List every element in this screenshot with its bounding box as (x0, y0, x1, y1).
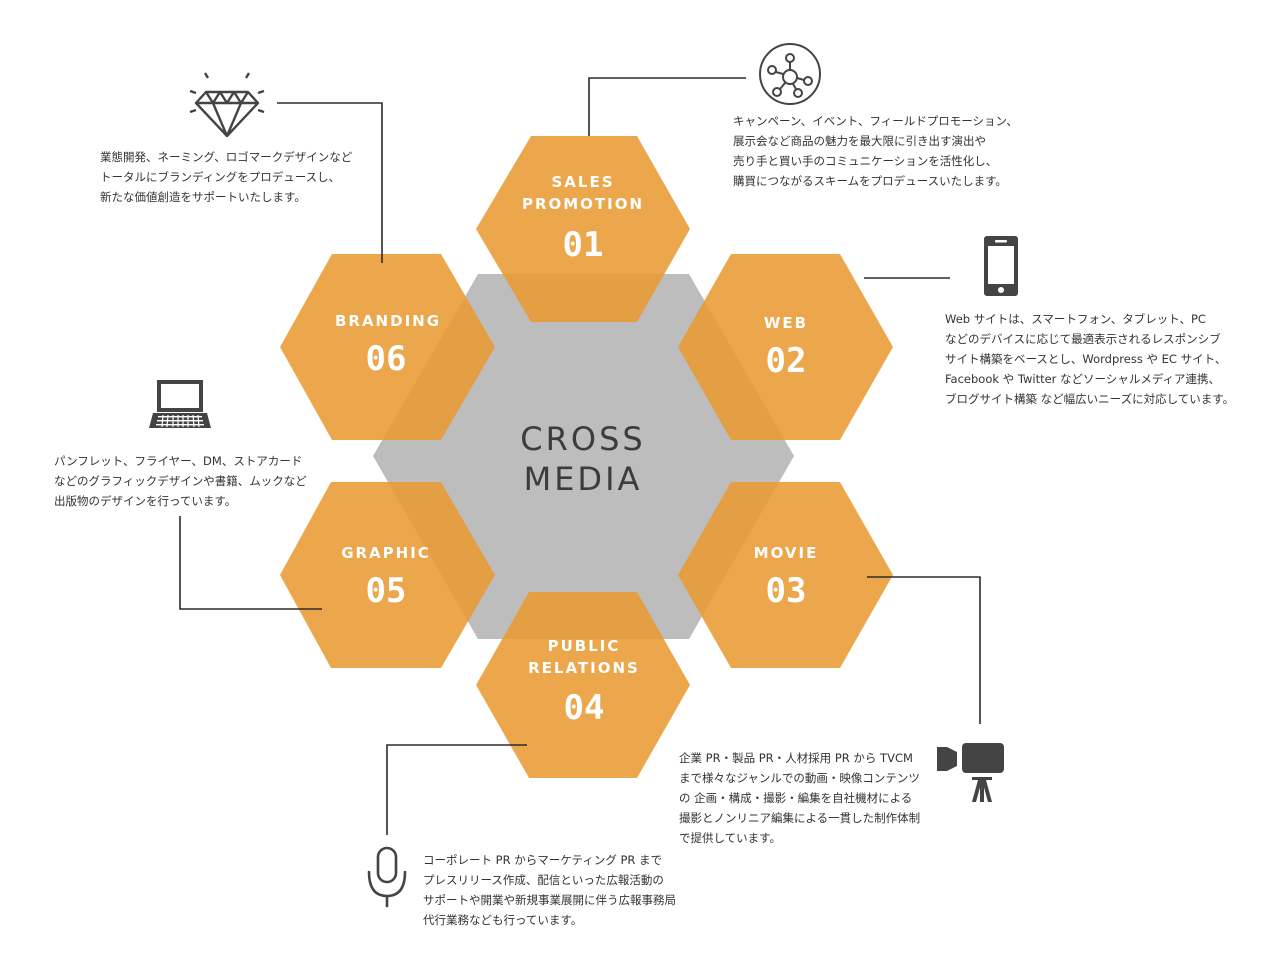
description-line: 業態開発、ネーミング、ロゴマークデザインなど (100, 150, 353, 164)
hex-label-web: WEB (764, 314, 808, 332)
laptop-icon (149, 380, 211, 428)
description-line: ブログサイト構築 など幅広いニーズに対応しています。 (945, 392, 1235, 406)
description-line: で提供しています。 (679, 831, 782, 845)
description-sales-promotion: キャンペーン、イベント、フィールドプロモーション、 展示会など商品の魅力を最大限… (733, 111, 1018, 191)
description-line: 展示会など商品の魅力を最大限に引き出す演出や (733, 134, 986, 148)
description-line: Web サイトは、スマートフォン、タブレット、PC (945, 312, 1206, 326)
hex-label-movie: MOVIE (754, 544, 819, 562)
hex-label-graphic: GRAPHIC (341, 544, 431, 562)
connector-branding (277, 102, 383, 263)
description-line: パンフレット、フライヤー、DM、ストアカード (54, 454, 303, 468)
description-line: Facebook や Twitter などソーシャルメディア連携、 (945, 372, 1221, 386)
center-title-line1: CROSS (520, 420, 645, 458)
connector-graphic (179, 516, 322, 610)
microphone-icon (367, 846, 407, 908)
description-line: 新たな価値創造をサポートいたします。 (100, 190, 306, 204)
hex-number-graphic: 05 (366, 571, 407, 611)
description-line: 代行業務なども行っています。 (423, 913, 583, 927)
hex-number-branding: 06 (366, 339, 407, 379)
description-line: などのグラフィックデザインや書籍、ムックなど (54, 474, 307, 488)
hexagon-sales-promotion[interactable] (476, 136, 690, 322)
description-line: 企業 PR・製品 PR・人材採用 PR から TVCM (679, 751, 913, 765)
description-web: Web サイトは、スマートフォン、タブレット、PC などのデバイスに応じて最適表… (945, 309, 1234, 409)
description-branding: 業態開発、ネーミング、ロゴマークデザインなど トータルにブランディングをプロデュ… (100, 147, 352, 207)
hexagon-branding[interactable] (280, 254, 495, 440)
network-icon (759, 43, 821, 105)
connector-public-relations (386, 744, 527, 835)
hexagon-public-relations[interactable] (476, 592, 690, 778)
hex-label-branding: BRANDING (335, 312, 441, 330)
hex-number-movie: 03 (766, 571, 807, 611)
description-movie: 企業 PR・製品 PR・人材採用 PR から TVCM まで様々なジャンルでの動… (679, 748, 920, 848)
description-line: などのデバイスに応じて最適表示されるレスポンシブ (945, 332, 1221, 346)
description-line: 購買につながるスキームをプロデュースいたします。 (733, 174, 1007, 188)
description-line: トータルにブランディングをプロデュースし、 (100, 170, 341, 184)
description-line: サイト構築をベースとし、Wordpress や EC サイト、 (945, 352, 1227, 366)
description-line: プレスリリース作成、配信といった広報活動の (423, 873, 664, 887)
connector-sales-promotion (588, 77, 746, 136)
hexagon-graphic[interactable] (280, 482, 495, 668)
hex-number-pr: 04 (564, 688, 605, 728)
hex-label-sales-line2: PROMOTION (522, 195, 644, 213)
hexagon-web[interactable] (678, 254, 893, 440)
hex-label-pr-line2: RELATIONS (528, 659, 640, 677)
hexagon-movie[interactable] (678, 482, 893, 668)
description-line: 出版物のデザインを行っています。 (54, 494, 237, 508)
center-title-line2: MEDIA (524, 460, 643, 498)
description-graphic: パンフレット、フライヤー、DM、ストアカード などのグラフィックデザインや書籍、… (54, 451, 307, 511)
description-line: キャンペーン、イベント、フィールドプロモーション、 (733, 114, 1018, 128)
description-line: コーポレート PR からマーケティング PR まで (423, 853, 663, 867)
hex-label-pr-line1: PUBLIC (548, 637, 621, 655)
connector-movie (867, 576, 981, 724)
hex-number-sales: 01 (563, 225, 604, 265)
hex-number-web: 02 (766, 341, 807, 381)
smartphone-icon (984, 236, 1018, 296)
description-line: の 企画・構成・撮影・編集を自社機材による (679, 791, 913, 805)
video-camera-icon (937, 743, 1004, 802)
description-line: サポートや開業や新規事業展開に伴う広報事務局 (423, 893, 676, 907)
description-line: 撮影とノンリニア編集による一貫した制作体制 (679, 811, 921, 825)
hex-label-sales-line1: SALES (551, 173, 614, 191)
description-line: まで様々なジャンルでの動画・映像コンテンツ (679, 771, 920, 785)
description-line: 売り手と買い手のコミュニケーションを活性化し、 (733, 154, 998, 168)
description-public-relations: コーポレート PR からマーケティング PR まで プレスリリース作成、配信とい… (423, 850, 676, 930)
diamond-icon (189, 72, 265, 138)
